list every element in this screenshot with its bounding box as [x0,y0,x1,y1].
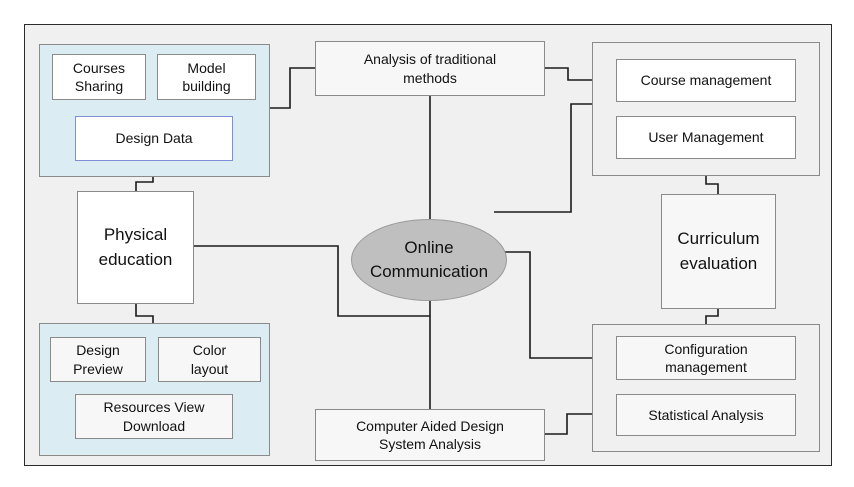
computer-aided-design-box[interactable]: Computer Aided Design System Analysis [315,409,545,461]
resources-view-download-box[interactable]: Resources View Download [75,394,233,439]
wire-design-group-to-physical [135,176,154,191]
physical-education-box[interactable]: Physical education [77,191,194,304]
courses-sharing-box[interactable]: Courses Sharing [52,54,146,100]
design-preview-box[interactable]: Design Preview [50,337,146,382]
wire-user-group-to-curriculum [705,176,719,194]
design-data-box[interactable]: Design Data [75,116,233,161]
course-management-box[interactable]: Course management [616,59,796,102]
model-building-box[interactable]: Model building [157,54,256,100]
wire-physical-education-to-center [194,245,430,317]
wire-center-to-configuration [502,251,616,359]
wire-curriculum-to-config-group [705,309,719,324]
statistical-analysis-box[interactable]: Statistical Analysis [616,394,796,436]
wire-statistical-to-computer-aided [545,413,616,435]
configuration-management-box[interactable]: Configuration management [616,336,796,380]
wire-physical-to-preview-group [135,304,154,323]
color-layout-box[interactable]: Color layout [158,337,261,382]
curriculum-evaluation-box[interactable]: Curriculum evaluation [661,194,776,309]
wire-design-group-to-analysis [270,67,315,109]
user-management-box[interactable]: User Management [616,116,796,159]
analysis-traditional-methods-box[interactable]: Analysis of traditional methods [315,41,545,96]
online-communication-ellipse[interactable]: Online Communication [351,219,507,301]
